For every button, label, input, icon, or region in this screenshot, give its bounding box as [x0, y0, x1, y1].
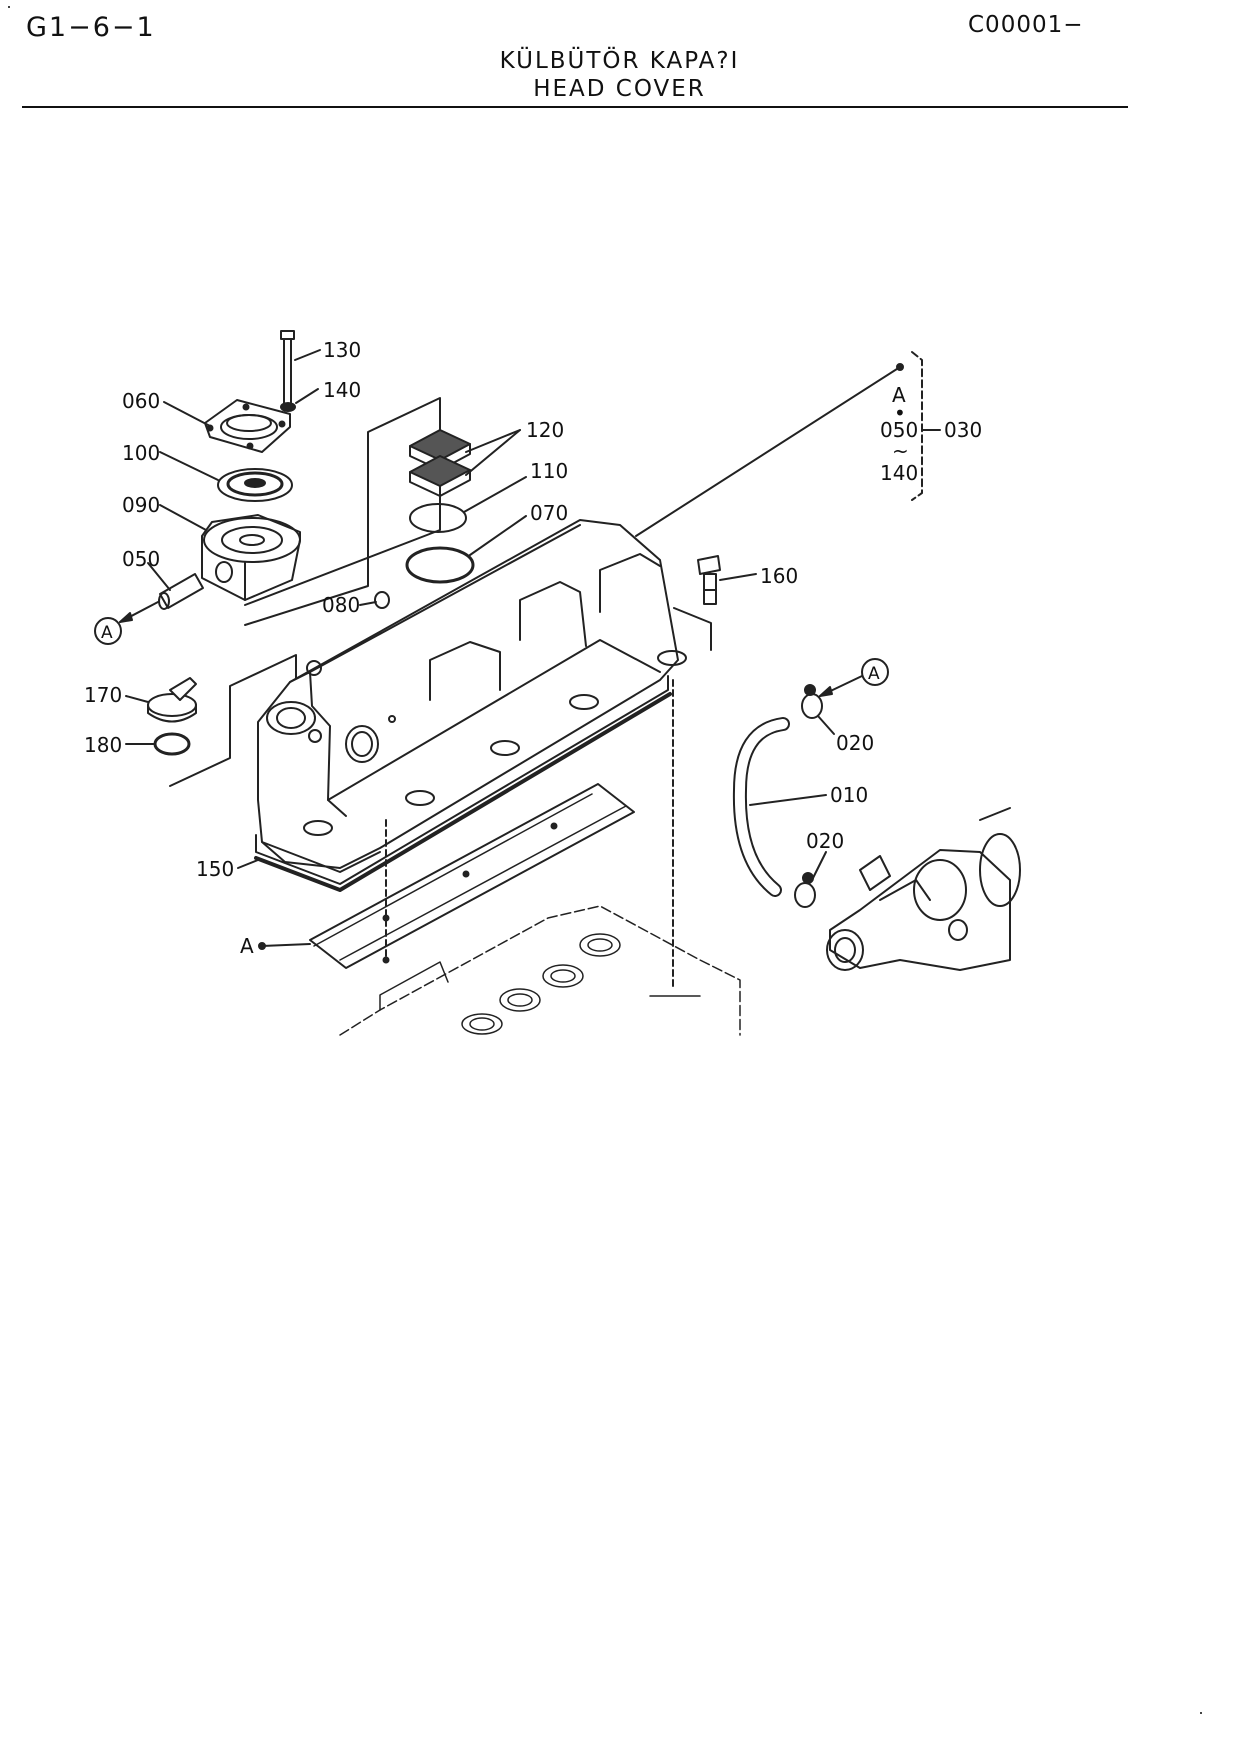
filter-screen-120: [409, 429, 471, 497]
leader-080: [359, 601, 377, 606]
reference-label-a-gasket: A: [240, 934, 254, 958]
callout-080: 080: [322, 593, 360, 617]
scan-speck-bottom-right: [1200, 1712, 1202, 1714]
baffle-gasket-plate: [309, 783, 635, 969]
breather-housing-090: [201, 514, 301, 601]
plate-110: [409, 503, 467, 533]
callout-060: 060: [122, 389, 160, 413]
group-bracket: [911, 351, 923, 501]
o-ring-180: [153, 732, 191, 756]
breather-hose-010: [732, 717, 790, 897]
leader-160: [719, 573, 757, 581]
oil-filler-cap-170: [147, 677, 197, 723]
diaphragm-100: [217, 468, 293, 502]
header-divider: [22, 106, 1128, 108]
callout-180: 180: [84, 733, 122, 757]
hose-clamp-020-upper: [801, 684, 823, 719]
reference-line-a-bottom: [261, 943, 311, 947]
bolt-130: [280, 330, 295, 405]
leader-090: [159, 504, 207, 531]
pipe-050: [158, 573, 204, 610]
callout-090: 090: [122, 493, 160, 517]
head-cover-body: [255, 519, 687, 885]
callout-050: 050: [122, 547, 160, 571]
callout-010: 010: [830, 783, 868, 807]
reference-circle-a-right: [861, 658, 889, 686]
reference-label-a-left: A: [101, 623, 113, 643]
leader-120a: [465, 429, 521, 453]
leader-150: [237, 859, 259, 869]
leader-110: [463, 476, 527, 513]
frame-line-left: [169, 654, 297, 787]
group-range-tilde: ~: [892, 439, 909, 463]
grommet-080: [374, 591, 390, 609]
cylinder-head-outline: [339, 905, 741, 1036]
bolt-160: [697, 555, 721, 605]
group-range-end: 140: [880, 461, 918, 485]
o-ring-070: [405, 546, 475, 584]
exploded-parts-diagram: 130 140 060 100 090 050 120 110 070 080 …: [84, 330, 1021, 1036]
reference-circle-a-left: [94, 617, 122, 645]
frame-line-right: [673, 607, 712, 651]
callout-120: 120: [526, 418, 564, 442]
leader-100: [159, 451, 219, 481]
callout-020-upper: 020: [836, 731, 874, 755]
leader-050: [147, 562, 171, 591]
callout-030: 030: [944, 418, 982, 442]
reference-label-a-right: A: [868, 664, 880, 684]
washer-140: [280, 402, 296, 412]
leader-020-upper: [817, 715, 835, 735]
leader-140: [295, 388, 319, 404]
callout-130: 130: [323, 338, 361, 362]
leader-020-lower: [811, 851, 827, 881]
hose-clamp-020-lower: [794, 872, 816, 908]
group-range-start: 050: [880, 418, 918, 442]
group-ref-dot: •: [894, 401, 906, 425]
leader-060: [163, 401, 211, 427]
page-title-turkish: KÜLBÜTÖR KAPA?I: [499, 48, 740, 74]
leader-170: [125, 695, 149, 703]
gasket-150: [254, 692, 672, 892]
leader-010: [749, 794, 827, 806]
leader-070: [469, 515, 527, 556]
callout-020-lower: 020: [806, 829, 844, 853]
breather-cap-060: [204, 399, 291, 453]
callout-160: 160: [760, 564, 798, 588]
callout-100: 100: [122, 441, 160, 465]
reference-line-a: [635, 366, 901, 537]
callout-150: 150: [196, 857, 234, 881]
page-title-english: HEAD COVER: [533, 76, 706, 102]
leader-120b: [465, 429, 521, 476]
callout-070: 070: [530, 501, 568, 525]
group-ref-a: A: [892, 383, 906, 407]
catalog-code: C00001−: [968, 12, 1084, 38]
scan-speck-top-left: [8, 6, 10, 8]
reference-point-a-top: [896, 363, 904, 371]
callout-140: 140: [323, 378, 361, 402]
callout-170: 170: [84, 683, 122, 707]
callout-110: 110: [530, 459, 568, 483]
frame-line-top: [244, 397, 441, 626]
leader-130: [294, 349, 321, 361]
turbocharger-fragment: [826, 807, 1021, 971]
reference-point-a-bottom: [258, 942, 266, 950]
page-id: G1−6−1: [26, 12, 156, 43]
